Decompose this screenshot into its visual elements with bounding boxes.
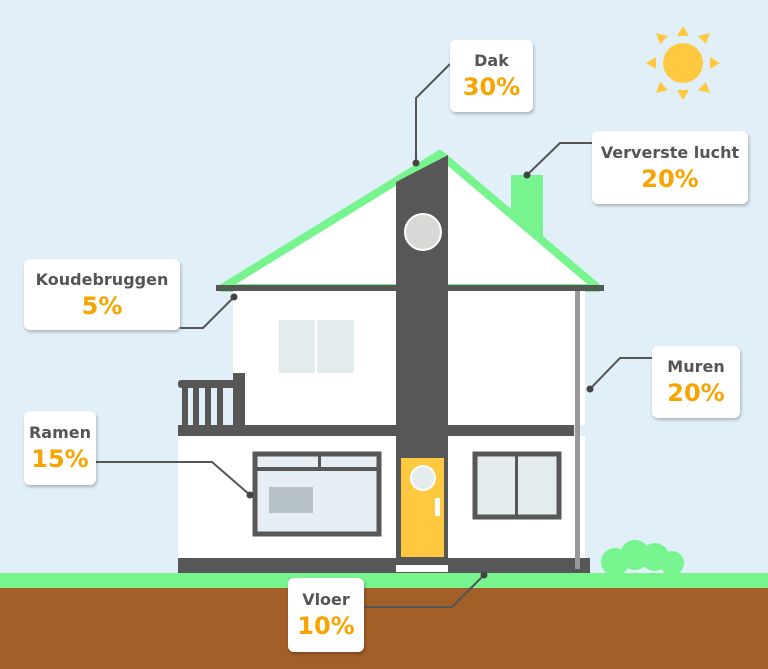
label-name: Ververste lucht bbox=[600, 142, 740, 162]
living-room-window bbox=[252, 451, 382, 537]
soil bbox=[0, 588, 768, 669]
label-name: Vloer bbox=[302, 590, 350, 609]
floor-band bbox=[178, 425, 574, 436]
round-window bbox=[404, 213, 442, 251]
label-percent: 20% bbox=[641, 164, 699, 193]
label-name: Koudebruggen bbox=[35, 269, 169, 289]
label-percent: 20% bbox=[667, 379, 725, 407]
label-percent: 5% bbox=[81, 291, 123, 320]
label-percent: 10% bbox=[297, 612, 355, 640]
grass bbox=[0, 573, 768, 588]
right-window bbox=[472, 451, 562, 520]
front-door bbox=[396, 458, 448, 572]
label-name: Ramen bbox=[28, 423, 92, 442]
upper-window bbox=[279, 320, 354, 373]
bush-icon bbox=[601, 540, 684, 576]
label-ramen: Ramen 15% bbox=[24, 411, 96, 485]
label-percent: 15% bbox=[31, 445, 89, 473]
label-muren: Muren 20% bbox=[652, 346, 740, 418]
label-name: Muren bbox=[667, 357, 725, 376]
balcony bbox=[178, 373, 245, 425]
foundation bbox=[178, 558, 396, 573]
leader-lines bbox=[96, 63, 652, 608]
leader-dots bbox=[230, 159, 594, 579]
label-ververste-lucht: Ververste lucht 20% bbox=[592, 131, 748, 204]
foundation bbox=[448, 558, 590, 573]
drainpipe bbox=[575, 291, 580, 569]
label-koudebruggen: Koudebruggen 5% bbox=[24, 259, 180, 330]
label-vloer: Vloer 10% bbox=[288, 578, 364, 652]
sun-icon bbox=[646, 26, 720, 100]
label-name: Dak bbox=[474, 51, 509, 70]
label-percent: 30% bbox=[462, 73, 521, 101]
label-dak: Dak 30% bbox=[450, 40, 533, 112]
